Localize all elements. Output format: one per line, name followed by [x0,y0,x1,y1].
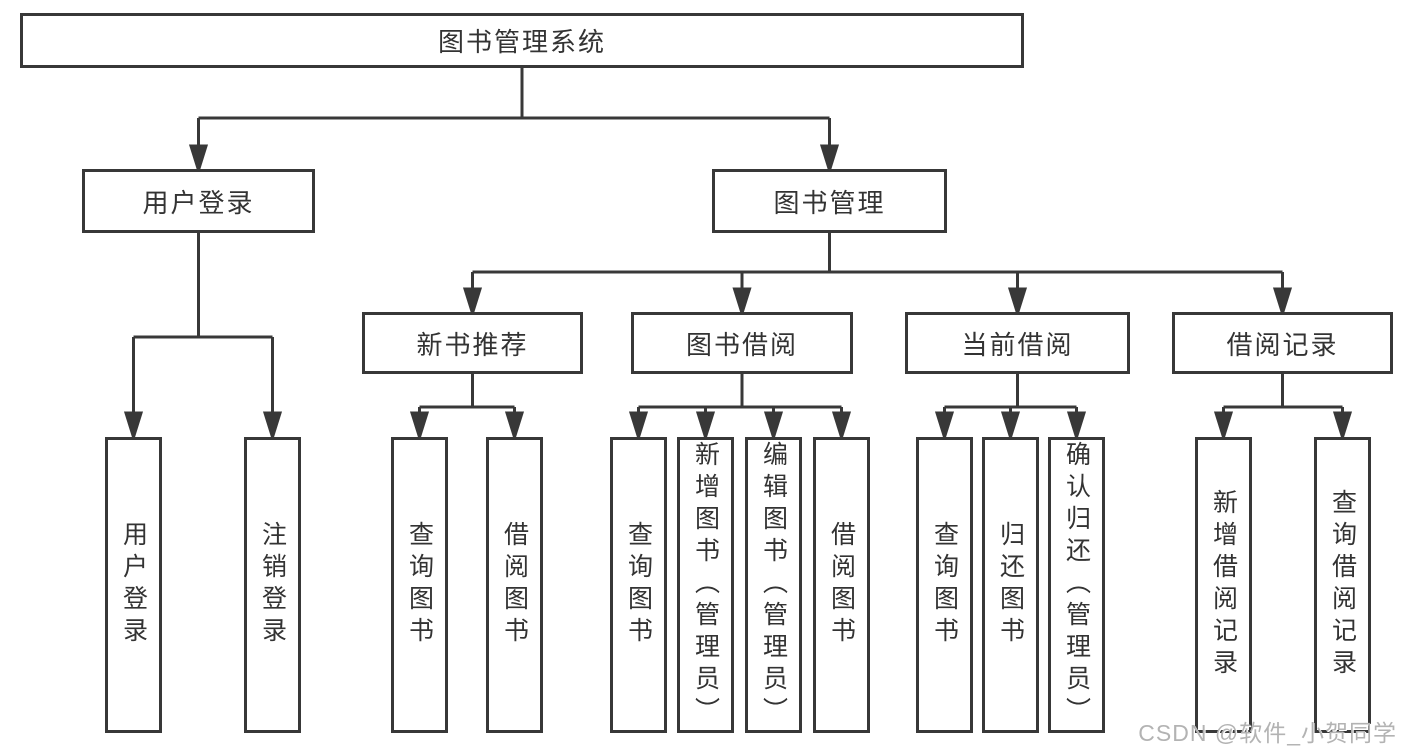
leaf-logout: 注销登录 [244,437,301,733]
node-new-book-recommend: 新书推荐 [362,312,583,374]
leaf-query-books-recommend: 查询图书 [391,437,448,733]
leaf-add-borrow-record: 新增借阅记录 [1195,437,1252,733]
node-current-borrow: 当前借阅 [905,312,1130,374]
csdn-watermark: CSDN @软件_小贺同学 [1138,720,1397,746]
leaf-add-book-admin: 新增图书（管理员） [677,437,734,733]
leaf-return-book: 归还图书 [982,437,1039,733]
node-user-login: 用户登录 [82,169,315,233]
leaf-edit-book-admin: 编辑图书（管理员） [745,437,802,733]
leaf-confirm-return-admin: 确认归还（管理员） [1048,437,1105,733]
leaf-borrow-books-recommend: 借阅图书 [486,437,543,733]
leaf-query-books-borrow: 查询图书 [610,437,667,733]
node-borrow-records: 借阅记录 [1172,312,1393,374]
leaf-query-books-current: 查询图书 [916,437,973,733]
leaf-borrow-books-borrow: 借阅图书 [813,437,870,733]
leaf-user-login: 用户登录 [105,437,162,733]
node-book-borrow: 图书借阅 [631,312,853,374]
node-root: 图书管理系统 [20,13,1024,68]
node-book-management: 图书管理 [712,169,947,233]
leaf-query-borrow-record: 查询借阅记录 [1314,437,1371,733]
